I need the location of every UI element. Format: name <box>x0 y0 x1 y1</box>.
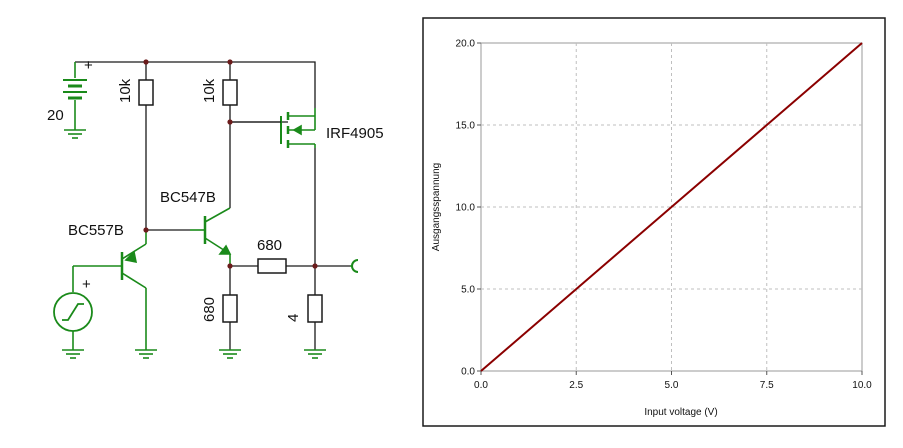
junction-nodes <box>143 59 318 269</box>
components <box>53 62 359 359</box>
pnp-transistor-symbol <box>73 230 147 350</box>
y-tick-label: 0.0 <box>461 367 475 378</box>
x-tick-label: 7.5 <box>760 380 774 391</box>
ground-symbols <box>62 349 326 359</box>
source-plus-sign: + <box>82 276 91 293</box>
y-tick-label: 15.0 <box>456 121 476 132</box>
resistor-4-load <box>307 294 323 323</box>
transfer-chart: 0.0 2.5 5.0 7.5 10.0 0.0 5.0 10.0 15.0 20.0 Inpu… <box>422 17 886 427</box>
battery-voltage-label: 20 <box>47 107 64 124</box>
npn-transistor-symbol <box>190 207 232 266</box>
y-tick-label: 20.0 <box>456 39 476 50</box>
resistor-680-emitter-label: 680 <box>201 297 218 322</box>
x-axis-label: Input voltage (V) <box>644 407 717 418</box>
y-tick-label: 10.0 <box>456 203 476 214</box>
x-tick-label: 10.0 <box>852 380 872 391</box>
mosfet-label: IRF4905 <box>326 125 384 142</box>
resistor-680-series-label: 680 <box>257 237 282 254</box>
x-ticks: 0.0 2.5 5.0 7.5 10.0 <box>474 371 872 391</box>
x-tick-label: 5.0 <box>665 380 679 391</box>
y-axis-label: Ausgangsspannung <box>431 163 442 251</box>
resistor-10k-right <box>222 79 238 106</box>
supply-rail-wire <box>75 61 316 108</box>
resistor-10k-left <box>138 79 154 106</box>
series-line <box>480 42 863 372</box>
pnp-transistor-label: BC557B <box>68 222 124 239</box>
battery-plus-sign: + <box>84 57 93 74</box>
mosfet-symbol <box>230 108 316 148</box>
y-tick-label: 5.0 <box>461 285 475 296</box>
x-tick-label: 2.5 <box>569 380 583 391</box>
resistor-680-emitter <box>222 294 238 323</box>
output-terminal <box>351 259 359 273</box>
resistor-10k-right-label: 10k <box>201 78 218 103</box>
resistor-4-load-label: 4 <box>285 314 302 322</box>
step-source-symbol <box>53 266 93 350</box>
npn-transistor-label: BC547B <box>160 189 216 206</box>
battery-symbol <box>63 62 87 139</box>
y-ticks: 0.0 5.0 10.0 15.0 20.0 <box>456 39 481 378</box>
resistor-680-series <box>257 258 287 274</box>
x-tick-label: 0.0 <box>474 380 488 391</box>
circuit-schematic: + 20 10k 10k IRF4905 BC547B BC557B 680 6… <box>47 57 384 359</box>
series-layer <box>480 42 863 372</box>
resistor-10k-left-label: 10k <box>117 78 134 103</box>
